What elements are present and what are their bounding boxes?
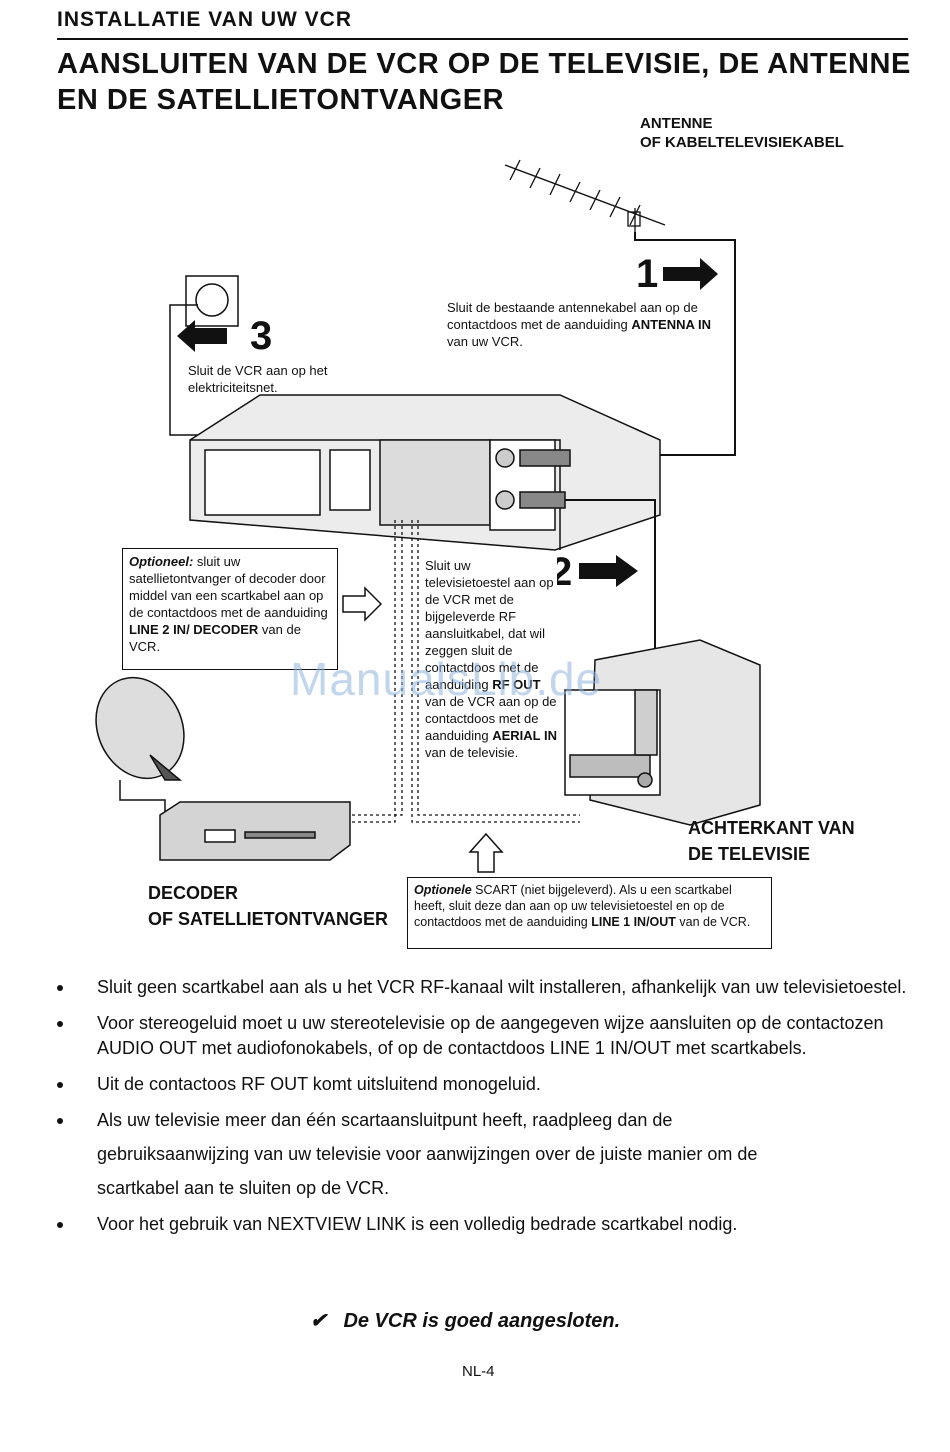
- arrow-right-outline-icon: [342, 586, 383, 622]
- rf-cable: [565, 499, 656, 690]
- satellite-dish-icon: [95, 676, 185, 820]
- wall-socket-icon: [169, 275, 239, 436]
- step3-instruction: Sluit de VCR aan op het elektriciteitsne…: [188, 363, 328, 395]
- notes-list: Sluit geen scartkabel aan als u het VCR …: [57, 975, 917, 1248]
- decoder-box-icon: [159, 801, 351, 861]
- watermark: ManualsLib.de: [290, 653, 603, 705]
- antenna-cable: [570, 232, 736, 456]
- header-rule: [57, 38, 908, 40]
- confirmation-line: ✔ De VCR is goed aangesloten.: [310, 1308, 620, 1333]
- optional-scart-note: Optionele SCART (niet bijgeleverd). Als …: [407, 877, 772, 949]
- section-title: INSTALLATIE VAN UW VCR: [57, 8, 352, 31]
- scart-cables: [352, 520, 580, 823]
- antenna-icon: [504, 159, 666, 232]
- antenna-label: ANTENNE OF KABELTELEVISIEKABEL: [640, 115, 844, 151]
- optional-decoder-note: Optioneel: sluit uw satellietontvanger o…: [122, 548, 338, 670]
- decoder-label: DECODER OF SATELLIETONTVANGER: [148, 883, 389, 929]
- list-item: Als uw televisie meer dan één scartaansl…: [57, 1108, 917, 1201]
- confirmation-text: De VCR is goed aangesloten.: [343, 1310, 621, 1332]
- television-icon: [564, 639, 761, 826]
- arrow-up-outline-icon: [468, 832, 504, 873]
- step2-arrow-icon: [579, 555, 638, 587]
- step2-instruction: Sluit uw televisietoestel aan op de VCR …: [425, 557, 557, 761]
- list-item: Uit de contactoos RF OUT komt uitsluiten…: [57, 1072, 917, 1097]
- step1-instruction: Sluit de bestaande antennekabel aan op d…: [447, 300, 711, 349]
- vcr-rear-panel: [189, 394, 661, 551]
- tv-rear-label: ACHTERKANT VAN DE TELEVISIE: [688, 818, 855, 864]
- list-item: Voor stereogeluid moet u uw stereotelevi…: [57, 1011, 917, 1061]
- list-item: Voor het gebruik van NEXTVIEW LINK is ee…: [57, 1212, 917, 1237]
- step1-number: 1: [636, 252, 659, 296]
- page-number: NL-4: [462, 1363, 495, 1380]
- page-title: AANSLUITEN VAN DE VCR OP DE TELEVISIE, D…: [57, 48, 911, 116]
- step1-arrow-icon: [663, 258, 718, 290]
- list-item: Sluit geen scartkabel aan als u het VCR …: [57, 975, 917, 1000]
- checkmark-icon: ✔: [310, 1310, 327, 1332]
- connection-diagram: [95, 159, 761, 873]
- step3-number: 3: [250, 314, 273, 358]
- step3-arrow-icon: [177, 320, 227, 352]
